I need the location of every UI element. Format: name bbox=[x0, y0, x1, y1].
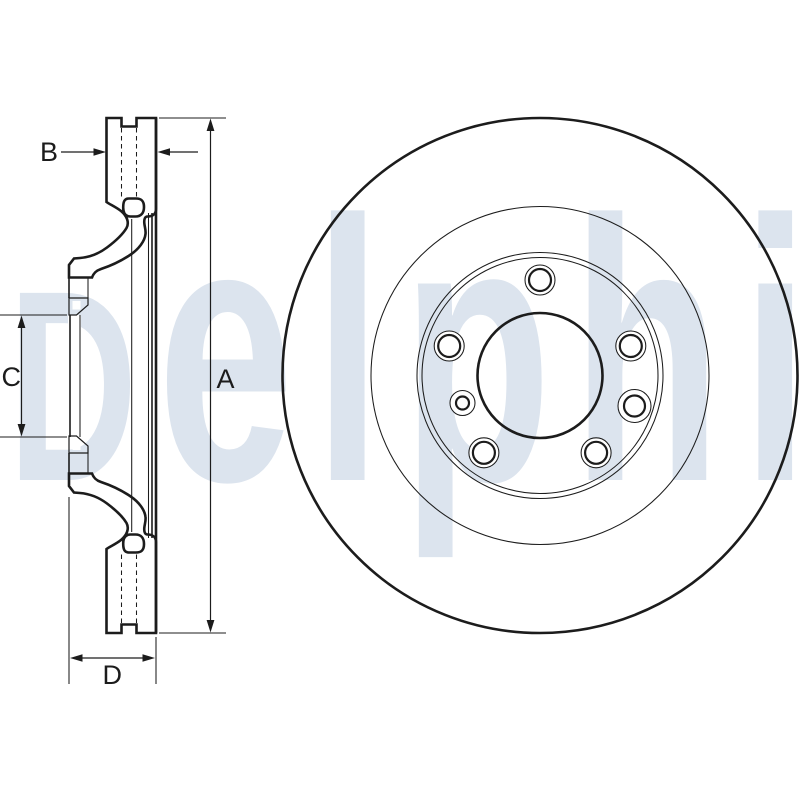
locating-hole-right bbox=[617, 388, 652, 424]
bolt-hole-upper-right bbox=[615, 330, 647, 362]
hub-lip-step bbox=[72, 301, 81, 310]
dimension-b-label: B bbox=[40, 137, 58, 167]
arrowhead-left bbox=[157, 148, 170, 156]
dimension-c: C bbox=[0, 314, 67, 438]
arrowhead-up bbox=[206, 118, 215, 131]
set-screw-hole-left bbox=[449, 389, 476, 417]
dimension-d: D bbox=[68, 497, 157, 690]
hub-outer-circle bbox=[416, 251, 664, 500]
hub-lip-section bbox=[68, 297, 89, 316]
dimension-b: B bbox=[40, 137, 198, 167]
outer-diameter-circle bbox=[281, 116, 799, 635]
bolt-hole-lower-left bbox=[468, 437, 500, 469]
hub-inner-circle bbox=[421, 256, 659, 495]
dimension-c-label: C bbox=[2, 362, 22, 392]
dimension-a: A bbox=[159, 117, 235, 634]
arrowhead-left bbox=[70, 654, 83, 662]
friction-surface-inner-circle bbox=[370, 205, 710, 546]
arrowhead-down bbox=[206, 620, 215, 633]
arrowhead-right bbox=[93, 148, 106, 156]
center-bore-circle bbox=[476, 311, 604, 440]
bolt-hole-lower-right bbox=[580, 437, 612, 469]
dimension-d-label: D bbox=[103, 660, 123, 690]
arrowhead-down bbox=[17, 424, 26, 437]
bolt-hole-top bbox=[524, 264, 556, 296]
bore-projection-fill bbox=[68, 315, 81, 437]
watermark-rest: elphi bbox=[157, 144, 800, 562]
arrowhead-up bbox=[17, 315, 26, 328]
bolt-hole-upper-left bbox=[433, 330, 465, 362]
dimension-a-label: A bbox=[217, 364, 235, 394]
section-view bbox=[67, 116, 158, 635]
section-metal bbox=[67, 116, 158, 279]
section-face-projection-fill bbox=[131, 210, 158, 541]
front-view bbox=[281, 116, 799, 635]
section-top-half bbox=[67, 116, 158, 316]
arrowhead-right bbox=[142, 654, 155, 662]
